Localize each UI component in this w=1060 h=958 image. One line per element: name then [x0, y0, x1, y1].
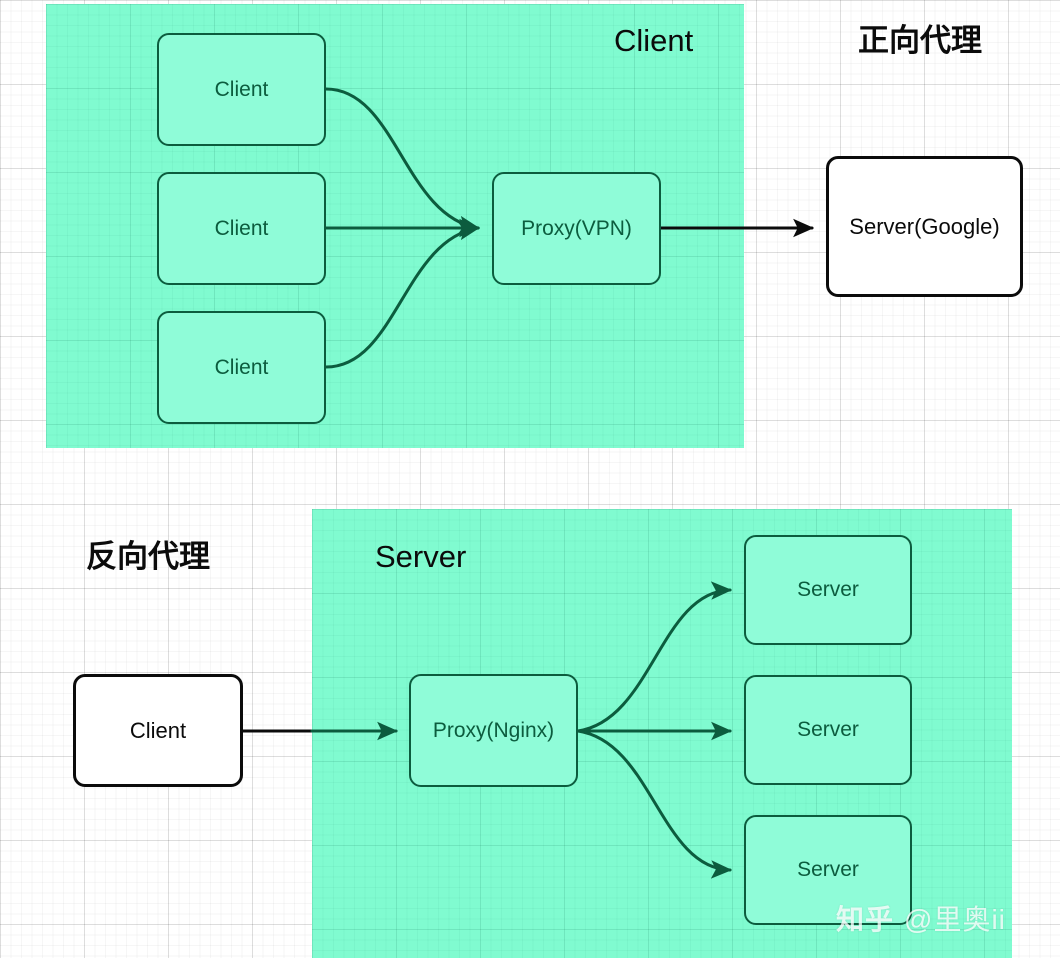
section-label-forward-proxy: 正向代理 — [858, 23, 982, 58]
node-client-1-label: Client — [214, 77, 269, 101]
node-server-3[interactable]: Server — [744, 815, 912, 925]
node-proxy-nginx-label: Proxy(Nginx) — [432, 718, 555, 742]
node-server-3-label: Server — [797, 858, 859, 881]
panel-title-client: Client — [614, 23, 694, 58]
node-client-1[interactable]: Client — [157, 33, 326, 146]
node-proxy-nginx[interactable]: Proxy(Nginx) — [409, 674, 578, 787]
node-server-2[interactable]: Server — [744, 675, 912, 785]
node-server-2-label: Server — [797, 718, 859, 741]
watermark-logo: 知乎 — [836, 904, 895, 935]
node-proxy-vpn-label: Proxy(VPN) — [521, 216, 632, 240]
node-server-1-label: Server — [797, 578, 859, 601]
node-client-3-label: Client — [214, 355, 269, 379]
node-server-google[interactable]: Server(Google) — [826, 156, 1023, 297]
node-client-2[interactable]: Client — [157, 172, 326, 285]
node-server-1[interactable]: Server — [744, 535, 912, 645]
watermark-username: @里奥ii — [904, 904, 1006, 935]
watermark: 知乎 @里奥ii — [836, 898, 1006, 938]
section-label-reverse-proxy: 反向代理 — [86, 539, 210, 574]
node-server-google-label: Server(Google) — [849, 213, 1000, 239]
node-client-reverse[interactable]: Client — [73, 674, 243, 787]
node-proxy-vpn[interactable]: Proxy(VPN) — [492, 172, 661, 285]
panel-title-server: Server — [375, 539, 467, 574]
node-client-2-label: Client — [214, 216, 269, 240]
node-client-reverse-label: Client — [129, 717, 187, 743]
node-client-3[interactable]: Client — [157, 311, 326, 424]
